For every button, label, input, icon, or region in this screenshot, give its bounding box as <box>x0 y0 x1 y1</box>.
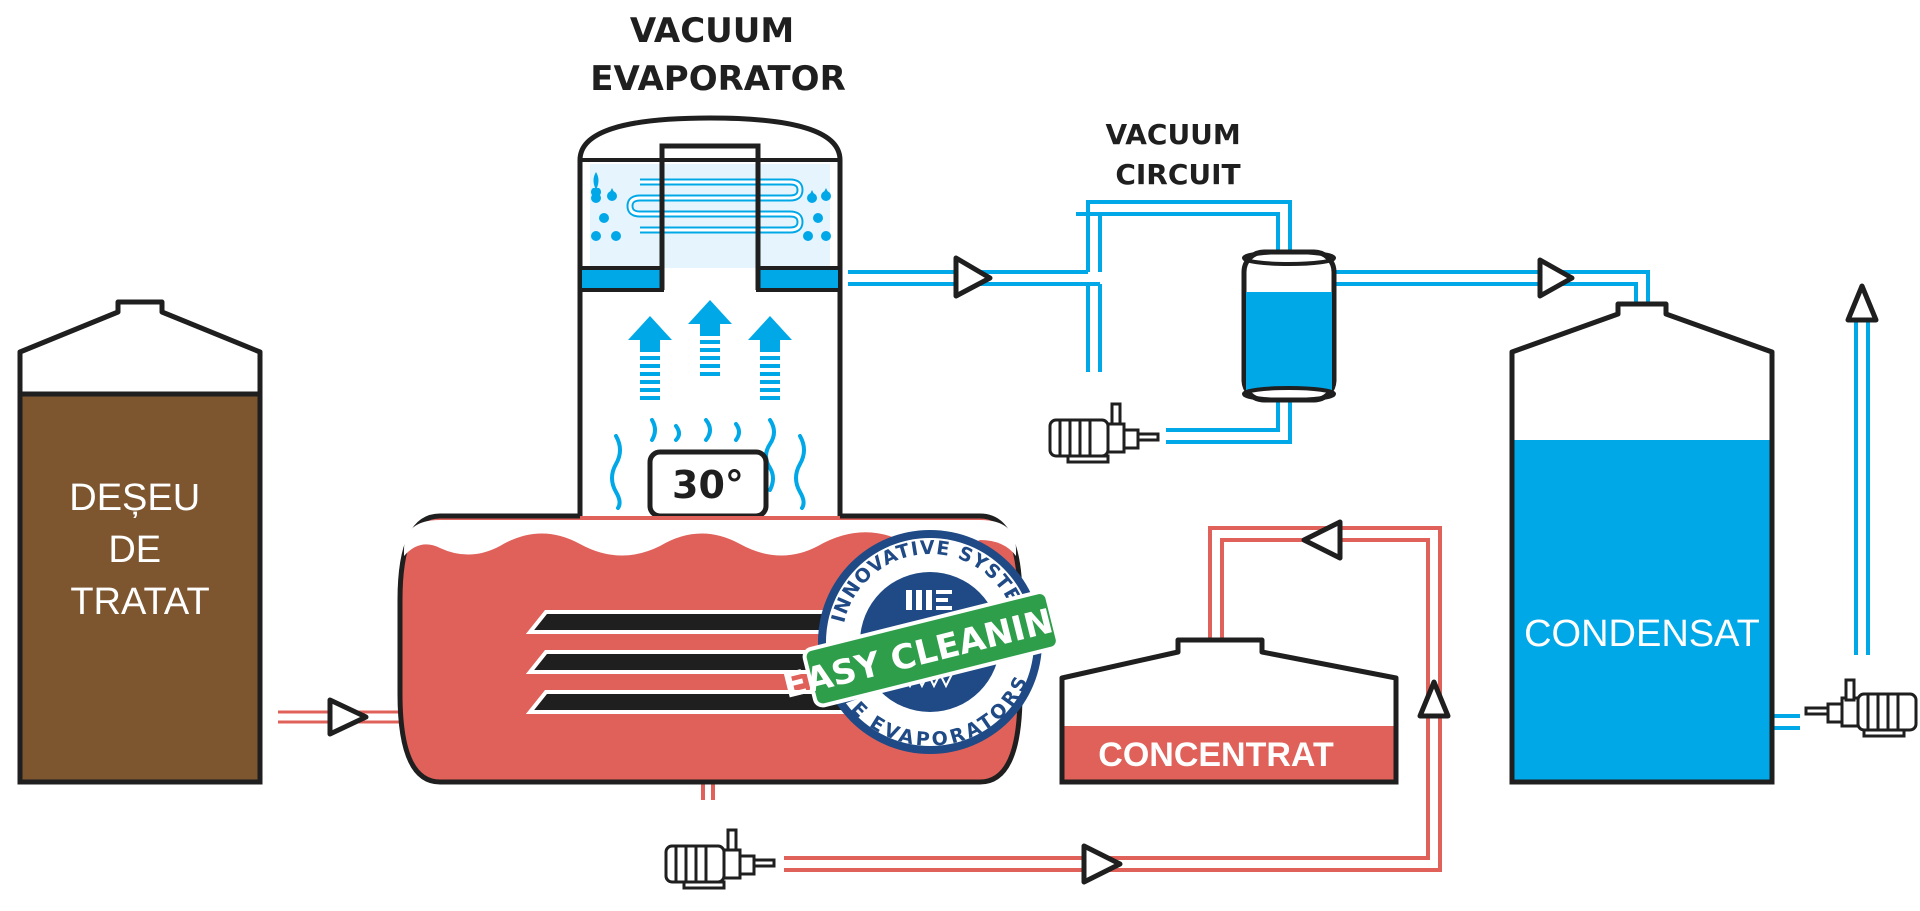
concentrate-label: CONCENTRAT <box>1098 736 1334 774</box>
concentrate-pipe <box>701 526 1442 872</box>
waste-tank: DEȘEU DE TRATAT <box>17 299 263 785</box>
heating-plates <box>525 610 874 714</box>
waste-tank-label-line3: TRATAT <box>70 581 209 623</box>
discharge-pipe <box>1774 322 1870 730</box>
svg-text:DEȘEU DE TRATAT: DEȘEU DE TRATAT <box>69 477 210 623</box>
flow-arrow-concentrate-top <box>1301 519 1343 561</box>
evaporator-title-line2: EVAPORATOR <box>590 59 846 99</box>
flow-arrow-vapor <box>953 255 993 299</box>
flow-arrow-discharge <box>1845 283 1879 323</box>
flow-arrow-concentrate-bottom <box>1081 843 1123 885</box>
condensate-pipe <box>1334 270 1650 305</box>
evaporator-title-line1: VACUUM <box>630 11 794 51</box>
flow-arrow-concentrate-up <box>1417 679 1451 719</box>
vacuum-pump-pipe <box>1166 398 1292 444</box>
vapor-pipe <box>848 200 1292 372</box>
flow-arrow-feed <box>327 697 369 737</box>
svg-text:VACUUM CIRCUIT: VACUUM CIRCUIT <box>1105 118 1250 191</box>
waste-tank-label-line1: DEȘEU <box>69 477 200 519</box>
svg-text:VACUUM EVAPORATOR: VACUUM EVAPORATOR <box>590 11 846 99</box>
vacuum-separator <box>1241 249 1337 403</box>
temperature-value: 30° <box>672 463 744 507</box>
concentrate-pump <box>664 828 776 890</box>
iwe-logo-icon <box>906 590 952 610</box>
vacuum-circuit-label-line2: CIRCUIT <box>1115 158 1240 191</box>
discharge-pump <box>1804 678 1918 738</box>
flow-arrow-condensate <box>1537 257 1575 299</box>
condensate-label: CONDENSAT <box>1524 613 1760 655</box>
vacuum-circuit-label-line1: VACUUM <box>1105 118 1240 151</box>
waste-tank-label-line2: DE <box>108 529 161 571</box>
vacuum-pump <box>1048 402 1160 464</box>
vapor-rise-arrows <box>628 300 792 400</box>
condensate-tank: CONDENSAT <box>1509 301 1775 785</box>
concentrate-tank: CONCENTRAT <box>1059 637 1399 785</box>
condenser-coil <box>578 143 842 292</box>
